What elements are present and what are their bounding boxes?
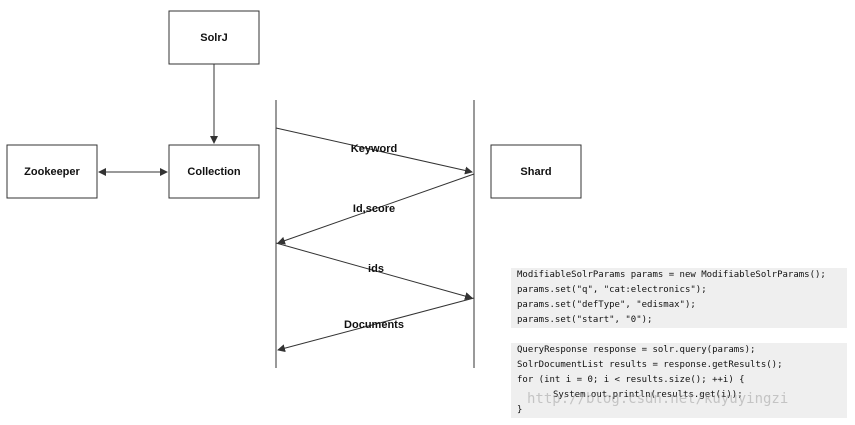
shard-label: Shard — [520, 166, 551, 178]
code-line: QueryResponse response = solr.query(para… — [511, 343, 847, 358]
code-line: params.set("start", "0"); — [511, 313, 847, 328]
id-score-arrow — [277, 173, 475, 245]
solrj-label: SolrJ — [200, 32, 228, 44]
keyword-arrow — [275, 127, 473, 175]
shard-box: Shard — [490, 144, 582, 199]
collection-label: Collection — [187, 166, 240, 178]
collection-box: Collection — [168, 144, 260, 199]
ids-arrow — [275, 242, 473, 300]
ids-label: ids — [368, 263, 384, 275]
documents-label: Documents — [344, 319, 404, 331]
zookeeper-box: Zookeeper — [6, 144, 98, 199]
keyword-label: Keyword — [351, 143, 397, 155]
code-snippet: ModifiableSolrParams params = new Modifi… — [511, 268, 847, 418]
code-line: params.set("q", "cat:electronics"); — [511, 283, 847, 298]
code-line — [511, 328, 847, 343]
code-line: params.set("defType", "edismax"); — [511, 298, 847, 313]
zookeeper-label: Zookeeper — [24, 166, 80, 178]
id-score-label: Id,score — [353, 203, 395, 215]
code-line: } — [511, 403, 847, 418]
code-line: for (int i = 0; i < results.size(); ++i)… — [511, 373, 847, 388]
code-line: ModifiableSolrParams params = new Modifi… — [511, 268, 847, 283]
code-line: SolrDocumentList results = response.getR… — [511, 358, 847, 373]
code-line: System.out.println(results.get(i)); — [511, 388, 847, 403]
solrj-box: SolrJ — [168, 10, 260, 65]
documents-arrow — [277, 297, 475, 353]
